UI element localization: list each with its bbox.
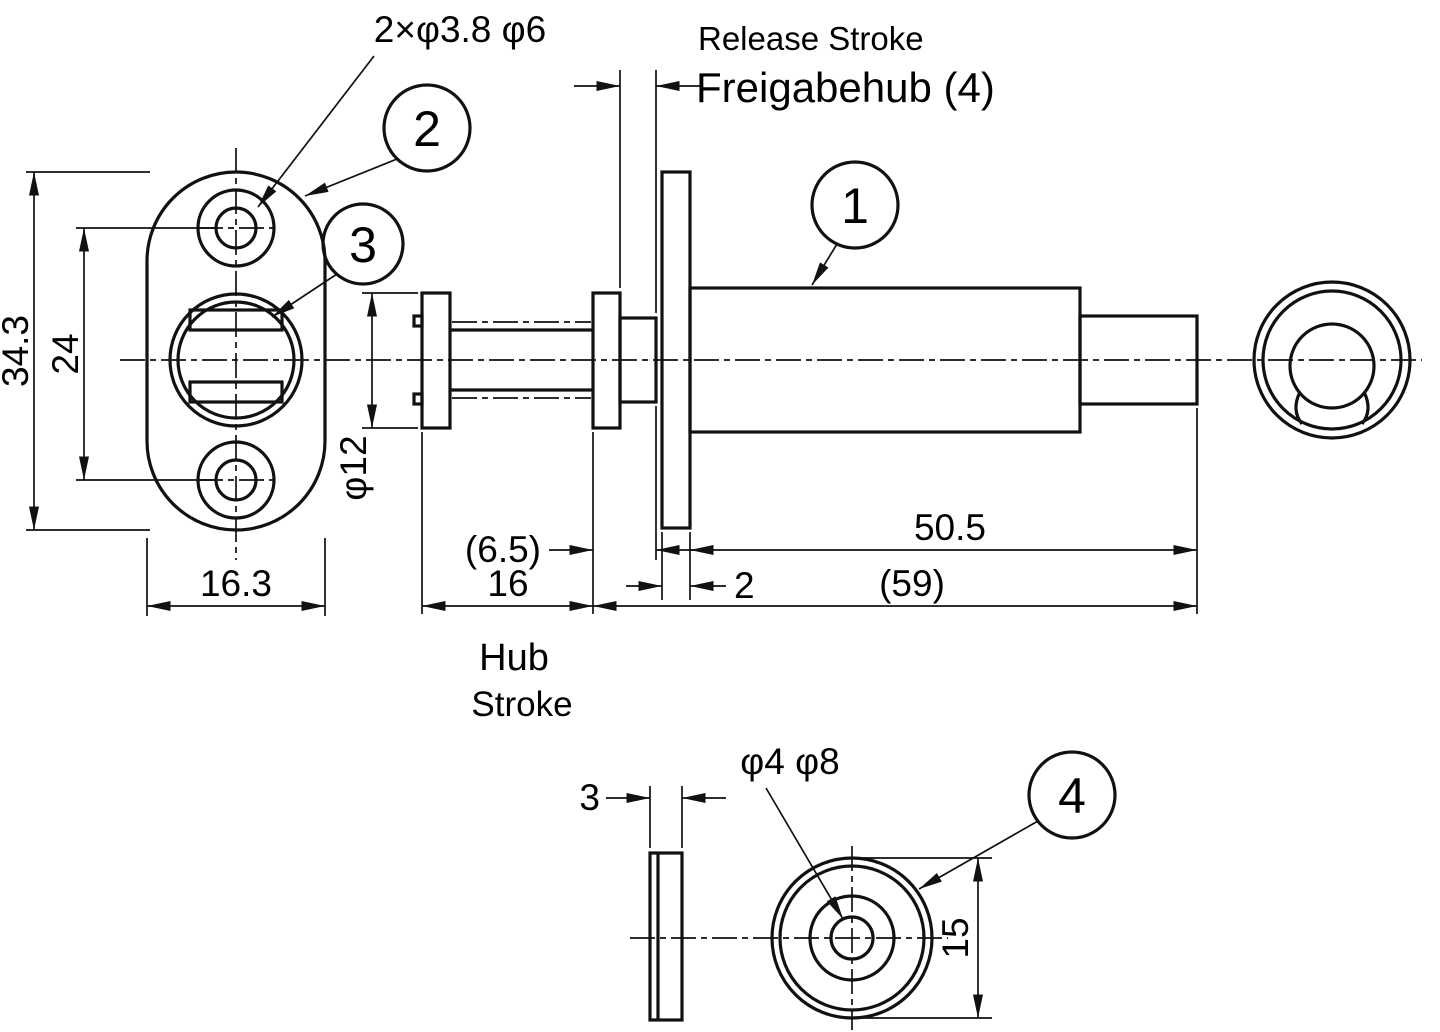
dim-plate-width: 16.3 xyxy=(200,563,272,604)
latch-pin-stub xyxy=(1078,314,1199,406)
washer-hole-inner-circle xyxy=(829,915,875,961)
centerlines xyxy=(120,148,1422,1030)
dim-plate-height: 34.3 xyxy=(0,315,36,387)
dim-washer-thickness: 3 xyxy=(579,777,600,818)
mount-holes-leader-line xyxy=(257,55,375,208)
washer-side-view xyxy=(648,851,684,1022)
dim-hole-pitch: 24 xyxy=(45,333,86,374)
balloon-3-number: 3 xyxy=(349,217,377,273)
dim-overall-length: (59) xyxy=(879,563,945,604)
latch-bore-outer xyxy=(168,292,304,428)
balloon-1: 1 xyxy=(810,160,900,286)
washer-holes-leader xyxy=(765,787,844,920)
end-view-ring-circle xyxy=(1261,289,1403,431)
dim-washer-dia: 15 xyxy=(935,917,976,958)
side-assembly-view xyxy=(412,170,1199,530)
washer-thickness-dimension: 3 xyxy=(579,777,726,848)
balloon-4: 4 xyxy=(918,750,1117,890)
dim-plunger-dia: φ12 xyxy=(333,435,374,500)
plunger-dia-dimension: φ12 xyxy=(333,292,418,501)
dim-flange-thickness: 2 xyxy=(734,565,755,606)
washer-holes-label: φ4 φ8 xyxy=(740,741,839,782)
end-view xyxy=(1252,280,1412,440)
balloon-3: 3 xyxy=(271,202,405,318)
stroke-label: Stroke xyxy=(471,685,572,724)
balloon-1-number: 1 xyxy=(841,178,869,234)
dim-body-length: 50.5 xyxy=(914,507,986,548)
balloon-1-circle xyxy=(810,160,900,250)
front-plate-view xyxy=(145,170,327,532)
release-stroke-label-en: Release Stroke xyxy=(698,20,924,57)
end-view-keeper-notch-left xyxy=(1294,391,1304,425)
plunger-head-clip-lower xyxy=(412,392,424,406)
balloon-4-leader xyxy=(918,820,1039,890)
end-view-outer-circle xyxy=(1252,280,1412,440)
plunger-head-clip-upper xyxy=(412,314,424,328)
release-stroke-label-de: Freigabehub (4) xyxy=(696,64,995,111)
dim-flange-offset: (6.5) xyxy=(465,529,541,570)
balloon-1-leader xyxy=(811,243,838,286)
washer-hole-callout: φ4 φ8 xyxy=(740,741,844,920)
balloon-4-circle xyxy=(1027,750,1117,840)
end-view-keeper-notch-right xyxy=(1360,391,1370,425)
front-view-dimensions: 34.3 24 16.3 2×φ3.8 φ6 xyxy=(0,9,546,616)
hub-label: Hub xyxy=(479,637,549,679)
balloon-2: 2 xyxy=(304,83,472,197)
balloon-3-circle xyxy=(321,202,405,286)
washer-side-outline xyxy=(648,851,684,1022)
latch-jaw-lower-slot xyxy=(188,380,284,404)
plate-outline xyxy=(145,170,327,532)
striker-step xyxy=(618,316,658,404)
washer-front-view xyxy=(770,856,934,1020)
washer-outer-circle xyxy=(770,856,934,1020)
balloon-2-circle xyxy=(382,83,472,173)
dim-stroke-travel: 16 xyxy=(487,563,528,604)
balloon-4-number: 4 xyxy=(1058,768,1086,824)
mount-holes-callout: 2×φ3.8 φ6 xyxy=(374,9,546,50)
mounting-flange xyxy=(660,170,692,530)
balloon-3-leader xyxy=(271,273,338,318)
balloon-2-number: 2 xyxy=(413,101,441,157)
release-stroke-dimension: Release Stroke Freigabehub (4) xyxy=(574,20,995,313)
washer-hole-outer-circle xyxy=(808,894,896,982)
latch-bore-inner xyxy=(176,300,296,420)
side-view-dimensions: (6.5) 50.5 2 16 (59) Hub Stroke xyxy=(421,406,1198,724)
plunger-head xyxy=(420,291,452,430)
latch-jaw-upper-slot xyxy=(188,308,284,332)
washer-rim-circle xyxy=(778,864,926,1012)
balloon-2-leader xyxy=(304,158,398,197)
end-view-keeper-circle xyxy=(1288,322,1376,410)
washer-dia-dimension: 15 xyxy=(856,857,992,1019)
